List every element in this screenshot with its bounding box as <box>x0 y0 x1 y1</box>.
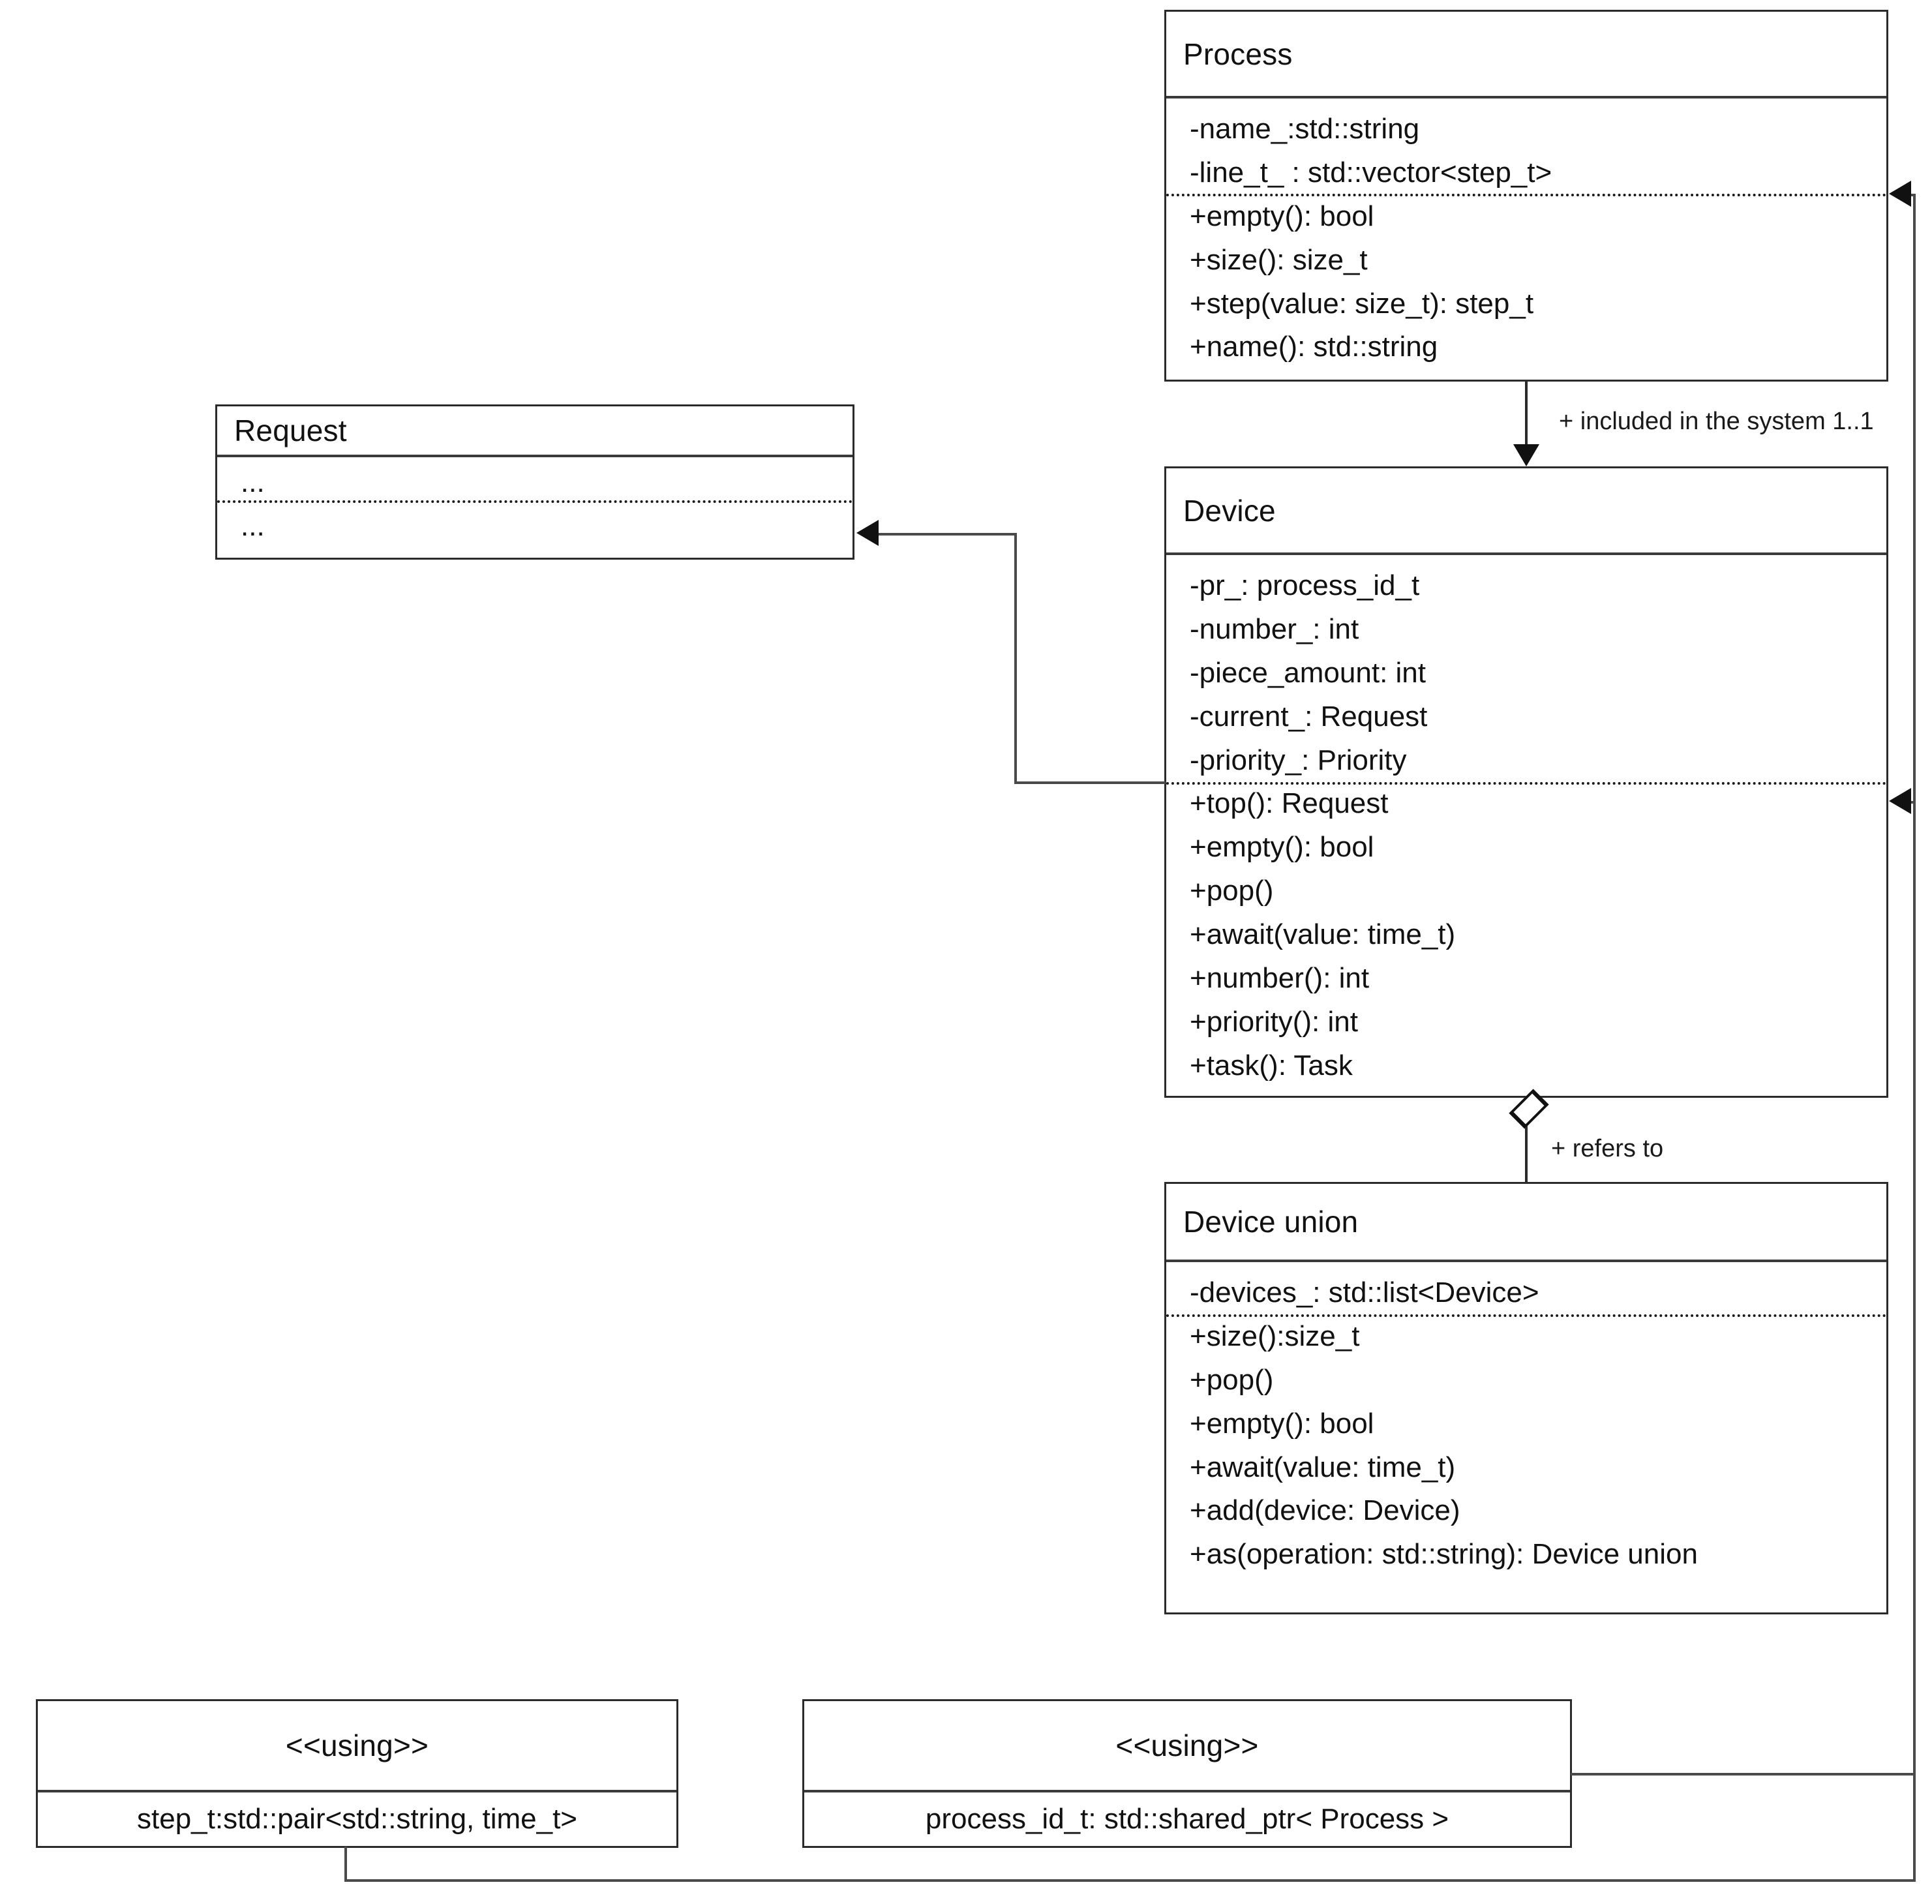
class-operation: +await(value: time_t) <box>1190 1451 1456 1483</box>
class-body-process: -name_:std::string -line_t_ : std::vecto… <box>1166 98 1886 381</box>
class-attribute: -priority_: Priority <box>1190 744 1407 776</box>
compartment-separator-dotted <box>1166 1314 1886 1317</box>
class-operation: +pop() <box>1190 1363 1274 1396</box>
class-operation: +add(device: Device) <box>1190 1494 1460 1527</box>
class-operation: +step(value: size_t): step_t <box>1190 287 1534 320</box>
class-header-device: Device <box>1166 468 1886 555</box>
stereotype-using: <<using>> <box>285 1729 429 1762</box>
class-name-process: Process <box>1183 37 1293 71</box>
class-header-using-process-id-t: <<using>> <box>804 1701 1570 1792</box>
arrowhead-left-request <box>856 520 879 546</box>
connector-bottom-rail <box>344 1879 1916 1882</box>
class-attribute: ... <box>241 466 265 498</box>
connector-device-request-vertical <box>1014 533 1017 784</box>
using-declaration: step_t:std::pair<std::string, time_t> <box>137 1803 577 1835</box>
class-operation: +pop() <box>1190 875 1274 907</box>
class-operation: +size():size_t <box>1190 1320 1360 1352</box>
class-header-process: Process <box>1166 12 1886 98</box>
edge-label-included-in-the-system: + included in the system 1..1 <box>1559 408 1874 435</box>
connector-device-request-horizontal-bottom <box>1014 781 1166 784</box>
stereotype-using: <<using>> <box>1115 1729 1259 1762</box>
class-box-device-union[interactable]: Device union -devices_: std::list<Device… <box>1164 1182 1888 1614</box>
class-attribute: -line_t_ : std::vector<step_t> <box>1190 156 1552 189</box>
class-attribute: -current_: Request <box>1190 700 1428 733</box>
class-box-process[interactable]: Process -name_:std::string -line_t_ : st… <box>1164 10 1888 382</box>
class-operation: +empty(): bool <box>1190 200 1374 232</box>
class-operation: +task(): Task <box>1190 1049 1353 1081</box>
class-header-device-union: Device union <box>1166 1184 1886 1262</box>
class-attribute: -piece_amount: int <box>1190 656 1426 689</box>
class-operation: +name(): std::string <box>1190 331 1438 363</box>
class-name-request: Request <box>234 414 347 447</box>
compartment-separator-dotted <box>217 500 853 503</box>
class-name-device: Device <box>1183 493 1276 528</box>
class-body-request: ... ... <box>217 457 853 559</box>
class-body-using-step-t: step_t:std::pair<std::string, time_t> <box>38 1792 676 1850</box>
class-box-device[interactable]: Device -pr_: process_id_t -number_: int … <box>1164 466 1888 1098</box>
class-body-device: -pr_: process_id_t -number_: int -piece_… <box>1166 555 1886 1097</box>
compartment-separator-dotted <box>1166 782 1886 785</box>
class-body-device-union: -devices_: std::list<Device> +size():siz… <box>1166 1262 1886 1614</box>
class-attribute: -name_:std::string <box>1190 113 1420 145</box>
class-operation: +priority(): int <box>1190 1005 1358 1038</box>
class-box-using-process-id-t[interactable]: <<using>> process_id_t: std::shared_ptr<… <box>802 1699 1572 1848</box>
class-operation: +empty(): bool <box>1190 831 1374 864</box>
class-attribute: -number_: int <box>1190 612 1359 645</box>
class-header-request: Request <box>217 406 853 457</box>
connector-right-spine <box>1913 194 1916 1882</box>
class-name-device-union: Device union <box>1183 1205 1359 1239</box>
edge-label-refers-to: + refers to <box>1551 1135 1664 1162</box>
connector-process-device <box>1525 382 1528 444</box>
connector-spine-to-device <box>1910 801 1915 804</box>
class-attribute: -devices_: std::list<Device> <box>1190 1277 1539 1308</box>
arrowhead-down-device <box>1513 444 1539 466</box>
class-operation: +await(value: time_t) <box>1190 918 1456 950</box>
using-declaration: process_id_t: std::shared_ptr< Process > <box>925 1803 1449 1835</box>
arrowhead-left-device-right <box>1889 788 1911 814</box>
connector-device-device-union <box>1525 1109 1528 1184</box>
class-operation: +as(operation: std::string): Device unio… <box>1190 1538 1698 1571</box>
class-attribute: -pr_: process_id_t <box>1190 569 1420 601</box>
connector-using-step-t-down <box>344 1847 347 1882</box>
class-operation: +top(): Request <box>1190 787 1389 820</box>
class-box-using-step-t[interactable]: <<using>> step_t:std::pair<std::string, … <box>36 1699 678 1848</box>
arrowhead-left-process <box>1889 181 1911 207</box>
connector-using-process-id-t-to-spine <box>1571 1773 1916 1776</box>
connector-spine-to-process <box>1910 194 1915 196</box>
class-header-using-step-t: <<using>> <box>38 1701 676 1792</box>
class-operation: +size(): size_t <box>1190 243 1368 276</box>
compartment-separator-dotted <box>1166 194 1886 196</box>
connector-device-request-horizontal-top <box>877 533 1017 536</box>
class-operation: +empty(): bool <box>1190 1407 1374 1440</box>
class-box-request[interactable]: Request ... ... <box>215 404 854 560</box>
class-operation: +number(): int <box>1190 961 1370 994</box>
class-body-using-process-id-t: process_id_t: std::shared_ptr< Process > <box>804 1792 1570 1850</box>
class-operation: ... <box>241 509 265 542</box>
